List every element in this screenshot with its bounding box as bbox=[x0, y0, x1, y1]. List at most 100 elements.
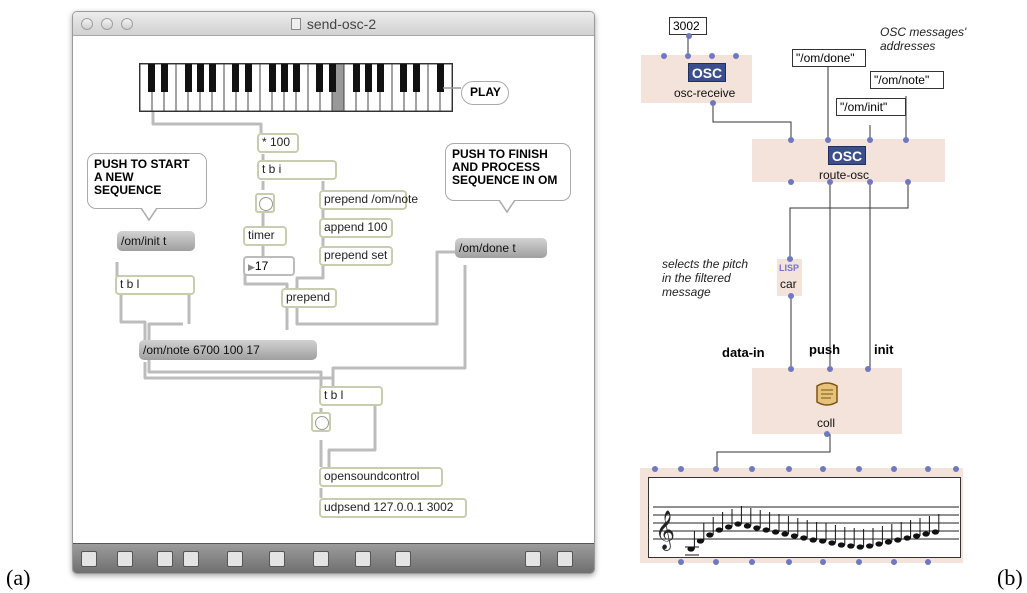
number-value: 17 bbox=[254, 259, 269, 273]
coll-inlet bbox=[788, 366, 794, 372]
osc-receive-label: osc-receive bbox=[674, 86, 736, 100]
route-osc-outlet bbox=[905, 179, 911, 185]
note-head bbox=[772, 529, 780, 535]
staff-drawing: 𝄞 bbox=[653, 506, 959, 556]
trigger-bl-left-object[interactable]: t b l bbox=[115, 275, 195, 295]
om-connections bbox=[687, 36, 909, 471]
patch-cord-icon[interactable] bbox=[157, 551, 173, 567]
treble-clef-icon: 𝄞 bbox=[655, 510, 675, 551]
note-head bbox=[715, 527, 723, 533]
car-box[interactable] bbox=[777, 259, 802, 296]
note-head bbox=[819, 538, 827, 544]
bang-button-top[interactable] bbox=[255, 193, 275, 213]
zoom-window-button[interactable] bbox=[121, 18, 133, 30]
port-outlet bbox=[686, 33, 692, 39]
score-outlet bbox=[713, 559, 719, 565]
window-title-wrap: send-osc-2 bbox=[73, 16, 594, 32]
note-head bbox=[856, 544, 864, 550]
score-inlet bbox=[891, 466, 897, 472]
number-box[interactable]: ▶17 bbox=[243, 256, 295, 276]
minimize-window-button[interactable] bbox=[101, 18, 113, 30]
play-comment: PLAY bbox=[461, 81, 509, 105]
score-outlet bbox=[820, 559, 826, 565]
data-in-label: data-in bbox=[722, 345, 765, 360]
note-head bbox=[866, 543, 874, 549]
route-osc-inlet bbox=[825, 137, 831, 143]
note-head bbox=[884, 539, 892, 545]
number-arrow-icon: ▶ bbox=[248, 262, 255, 272]
route-osc-badge: OSC bbox=[828, 146, 866, 165]
car-label: car bbox=[780, 277, 797, 291]
note-head bbox=[781, 531, 789, 537]
play-pointer bbox=[443, 87, 461, 89]
osc-receive-inlet bbox=[733, 53, 739, 59]
info-icon[interactable] bbox=[269, 551, 285, 567]
score-outlet bbox=[749, 559, 755, 565]
note-head bbox=[875, 541, 883, 547]
keyboard-slider[interactable] bbox=[139, 63, 453, 112]
note-head bbox=[734, 521, 742, 527]
route-osc-label: route-osc bbox=[819, 168, 870, 182]
car-inlet bbox=[787, 256, 793, 262]
presentation-icon[interactable] bbox=[117, 551, 133, 567]
address-note-box[interactable]: "/om/note" bbox=[870, 71, 944, 89]
note-head bbox=[743, 523, 751, 529]
score-inlet bbox=[652, 466, 658, 472]
object-icon[interactable] bbox=[313, 551, 329, 567]
lisp-badge: LISP bbox=[779, 263, 800, 273]
prepend-note-object[interactable]: prepend /om/note bbox=[319, 190, 418, 210]
black-keys bbox=[148, 64, 444, 92]
append-object[interactable]: append 100 bbox=[319, 218, 393, 238]
note-head bbox=[809, 537, 817, 543]
max-patcher-window: send-osc-2 bbox=[72, 11, 595, 574]
address-done-box[interactable]: "/om/done" bbox=[792, 49, 866, 67]
score-staff: 𝄞 bbox=[648, 477, 961, 558]
route-osc-outlet bbox=[867, 179, 873, 185]
grid-icon[interactable] bbox=[355, 551, 371, 567]
prepend-object[interactable]: prepend bbox=[281, 288, 337, 308]
done-message[interactable]: /om/done t bbox=[455, 238, 547, 258]
title-bar: send-osc-2 bbox=[73, 12, 594, 36]
debug-icon[interactable] bbox=[227, 551, 243, 567]
multiply-object[interactable]: * 100 bbox=[257, 133, 299, 153]
lock-icon[interactable] bbox=[81, 551, 97, 567]
delete-icon[interactable] bbox=[183, 551, 199, 567]
note-head bbox=[753, 525, 761, 531]
scroll-icon bbox=[816, 382, 838, 406]
note-message[interactable]: /om/note 6700 100 17 bbox=[139, 340, 317, 360]
note-head bbox=[800, 535, 808, 541]
close-window-button[interactable] bbox=[81, 18, 93, 30]
keyboard-keys bbox=[139, 63, 453, 112]
route-osc-outlet bbox=[788, 179, 794, 185]
address-init-box[interactable]: "/om/init" bbox=[836, 98, 906, 116]
note-head bbox=[687, 546, 695, 552]
trigger-bi-object[interactable]: t b i bbox=[257, 160, 337, 180]
note-head bbox=[725, 524, 733, 530]
sidebar-right-icon[interactable] bbox=[557, 551, 573, 567]
note-head bbox=[847, 543, 855, 549]
prepend-set-object[interactable]: prepend set bbox=[319, 246, 393, 266]
push-label: push bbox=[809, 342, 841, 357]
bang-button-bottom[interactable] bbox=[311, 412, 331, 432]
opensoundcontrol-object[interactable]: opensoundcontrol bbox=[319, 467, 443, 487]
trigger-bl-bottom-object[interactable]: t b l bbox=[319, 386, 383, 406]
note-head bbox=[894, 537, 902, 543]
score-outlet bbox=[678, 559, 684, 565]
init-message[interactable]: /om/init t bbox=[117, 231, 195, 251]
score-outlet bbox=[856, 559, 862, 565]
sidebar-left-icon[interactable] bbox=[525, 551, 541, 567]
document-icon bbox=[290, 18, 301, 30]
score-inlet bbox=[856, 466, 862, 472]
settings-icon[interactable] bbox=[395, 551, 411, 567]
coll-inlet bbox=[865, 366, 871, 372]
score-inlet bbox=[713, 466, 719, 472]
timer-object[interactable]: timer bbox=[243, 226, 287, 246]
note-head bbox=[706, 532, 714, 538]
start-sequence-comment: PUSH TO START A NEW SEQUENCE bbox=[87, 153, 207, 209]
note-head bbox=[837, 542, 845, 548]
osc-receive-inlet bbox=[685, 53, 691, 59]
coll-inlet bbox=[827, 366, 833, 372]
udpsend-object[interactable]: udpsend 127.0.0.1 3002 bbox=[319, 498, 467, 518]
note-head bbox=[931, 529, 939, 535]
